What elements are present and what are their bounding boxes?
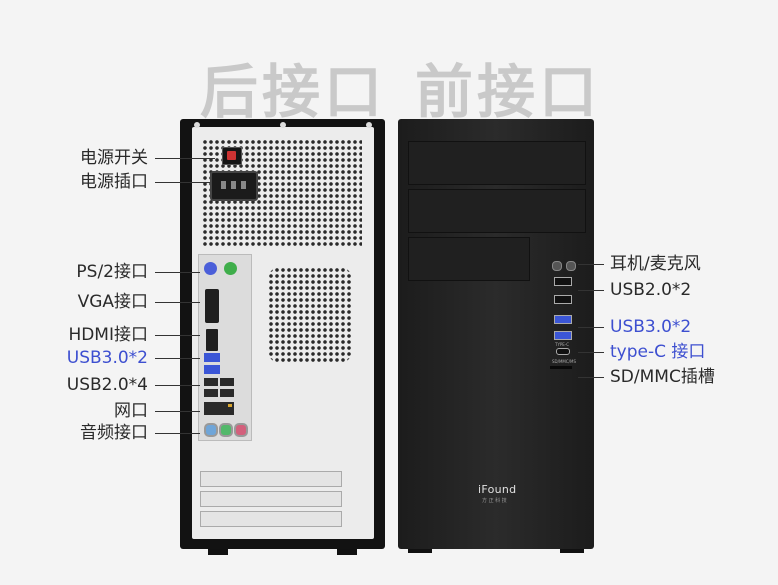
screw-top-right (366, 122, 372, 128)
audio-jack-line-out[interactable] (219, 423, 233, 437)
typec-port-label: TYPE-C (555, 342, 570, 347)
lan-led (228, 404, 232, 407)
label-headphone-mic: 耳机/麦克风 (610, 254, 701, 274)
power-switch[interactable] (222, 147, 242, 165)
expansion-slot (200, 491, 342, 507)
leader-line (155, 182, 210, 183)
label-typec-port: type-C 接口 (610, 342, 706, 362)
label-sd-slot: SD/MMC插槽 (610, 367, 715, 387)
usb3-port[interactable] (204, 365, 220, 374)
socket-pin (241, 181, 246, 189)
screw-top-mid (280, 122, 286, 128)
leader-line (155, 411, 200, 412)
case-foot (208, 549, 228, 555)
usb2-port[interactable] (204, 389, 218, 397)
expansion-slot (200, 471, 342, 487)
vga-port[interactable] (205, 289, 219, 323)
brand-subtitle: 方 正 科 技 (482, 498, 507, 504)
hdmi-port[interactable] (206, 329, 218, 351)
drive-bay (408, 141, 586, 185)
case-foot (408, 549, 432, 553)
front-ports-heading: 前接口 (415, 58, 602, 126)
typec-port[interactable] (556, 348, 570, 355)
brand-logo: iFound (478, 483, 517, 496)
front-usb3-port[interactable] (554, 331, 572, 340)
power-switch-rocker (227, 151, 236, 160)
front-usb3-port[interactable] (554, 315, 572, 324)
ps2-port-keyboard[interactable] (224, 262, 237, 275)
leader-line (155, 433, 200, 434)
label-hdmi-port: HDMI接口 (68, 325, 148, 345)
front-usb2-port[interactable] (554, 295, 572, 304)
microphone-jack[interactable] (566, 261, 576, 271)
rear-case-panel (180, 119, 385, 555)
power-socket[interactable] (210, 171, 258, 201)
leader-line (155, 358, 200, 359)
leader-line (155, 272, 200, 273)
sd-card-slot[interactable] (550, 366, 572, 369)
front-usb2-port[interactable] (554, 277, 572, 286)
label-power-socket: 电源插口 (80, 172, 148, 192)
case-foot (560, 549, 584, 553)
rear-fan-grid (268, 267, 352, 363)
socket-pin (221, 181, 226, 189)
leader-line (155, 385, 200, 386)
label-audio-ports: 音频接口 (80, 423, 148, 443)
drive-bay (408, 189, 586, 233)
label-lan-port: 网口 (114, 401, 148, 421)
drive-bay (408, 237, 530, 281)
leader-line (578, 352, 604, 353)
audio-jack-line-in[interactable] (204, 423, 218, 437)
headphone-jack[interactable] (552, 261, 562, 271)
leader-line (578, 290, 604, 291)
audio-jack-mic[interactable] (234, 423, 248, 437)
lan-port[interactable] (204, 402, 234, 415)
usb2-port[interactable] (220, 378, 234, 386)
front-case-panel: TYPE-C SD/MMC/MS iFound 方 正 科 技 (398, 119, 594, 553)
leader-line (578, 377, 604, 378)
leader-line (578, 264, 604, 265)
label-rear-usb2: USB2.0*4 (66, 375, 148, 395)
leader-line (155, 335, 200, 336)
label-power-switch: 电源开关 (80, 148, 148, 168)
usb2-port[interactable] (220, 389, 234, 397)
case-foot (337, 549, 357, 555)
usb2-port[interactable] (204, 378, 218, 386)
leader-line (155, 158, 215, 159)
rear-ports-heading: 后接口 (200, 58, 387, 126)
label-front-usb3: USB3.0*2 (610, 317, 692, 337)
leader-line (578, 327, 604, 328)
leader-line (155, 302, 200, 303)
expansion-slot (200, 511, 342, 527)
label-ps2-port: PS/2接口 (76, 262, 148, 282)
ps2-port-mouse[interactable] (204, 262, 217, 275)
label-rear-usb3: USB3.0*2 (66, 348, 148, 368)
socket-pin (231, 181, 236, 189)
label-front-usb2: USB2.0*2 (610, 280, 692, 300)
screw-top-left (194, 122, 200, 128)
usb3-port[interactable] (204, 353, 220, 362)
sd-slot-label: SD/MMC/MS (552, 359, 576, 364)
label-vga-port: VGA接口 (77, 292, 148, 312)
